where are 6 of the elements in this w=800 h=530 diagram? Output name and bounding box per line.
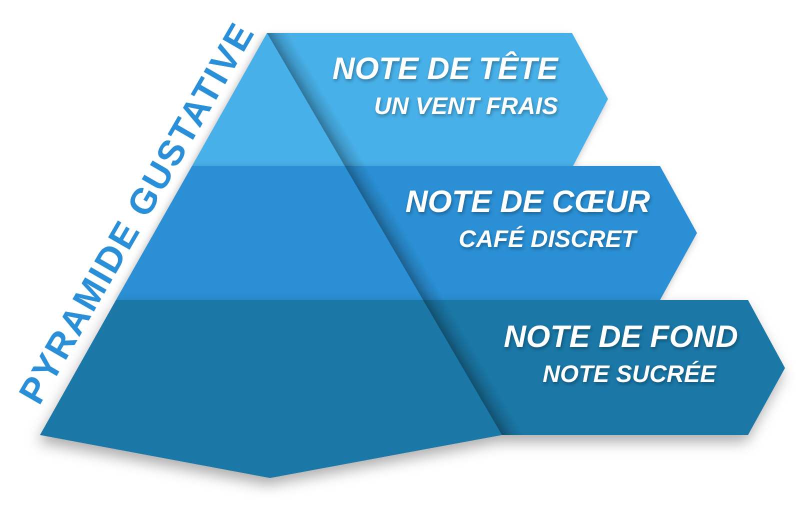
tier-subtitle: NOTE SUCRÉE [542,363,716,388]
tier-subtitle: UN VENT FRAIS [374,95,558,120]
tier-heading: NOTE DE TÊTE [332,52,558,84]
tier-subtitle: CAFÉ DISCRET [458,228,636,252]
tier-heading: NOTE DE CŒUR [405,186,650,217]
tier-heading: NOTE DE FOND [504,320,738,352]
